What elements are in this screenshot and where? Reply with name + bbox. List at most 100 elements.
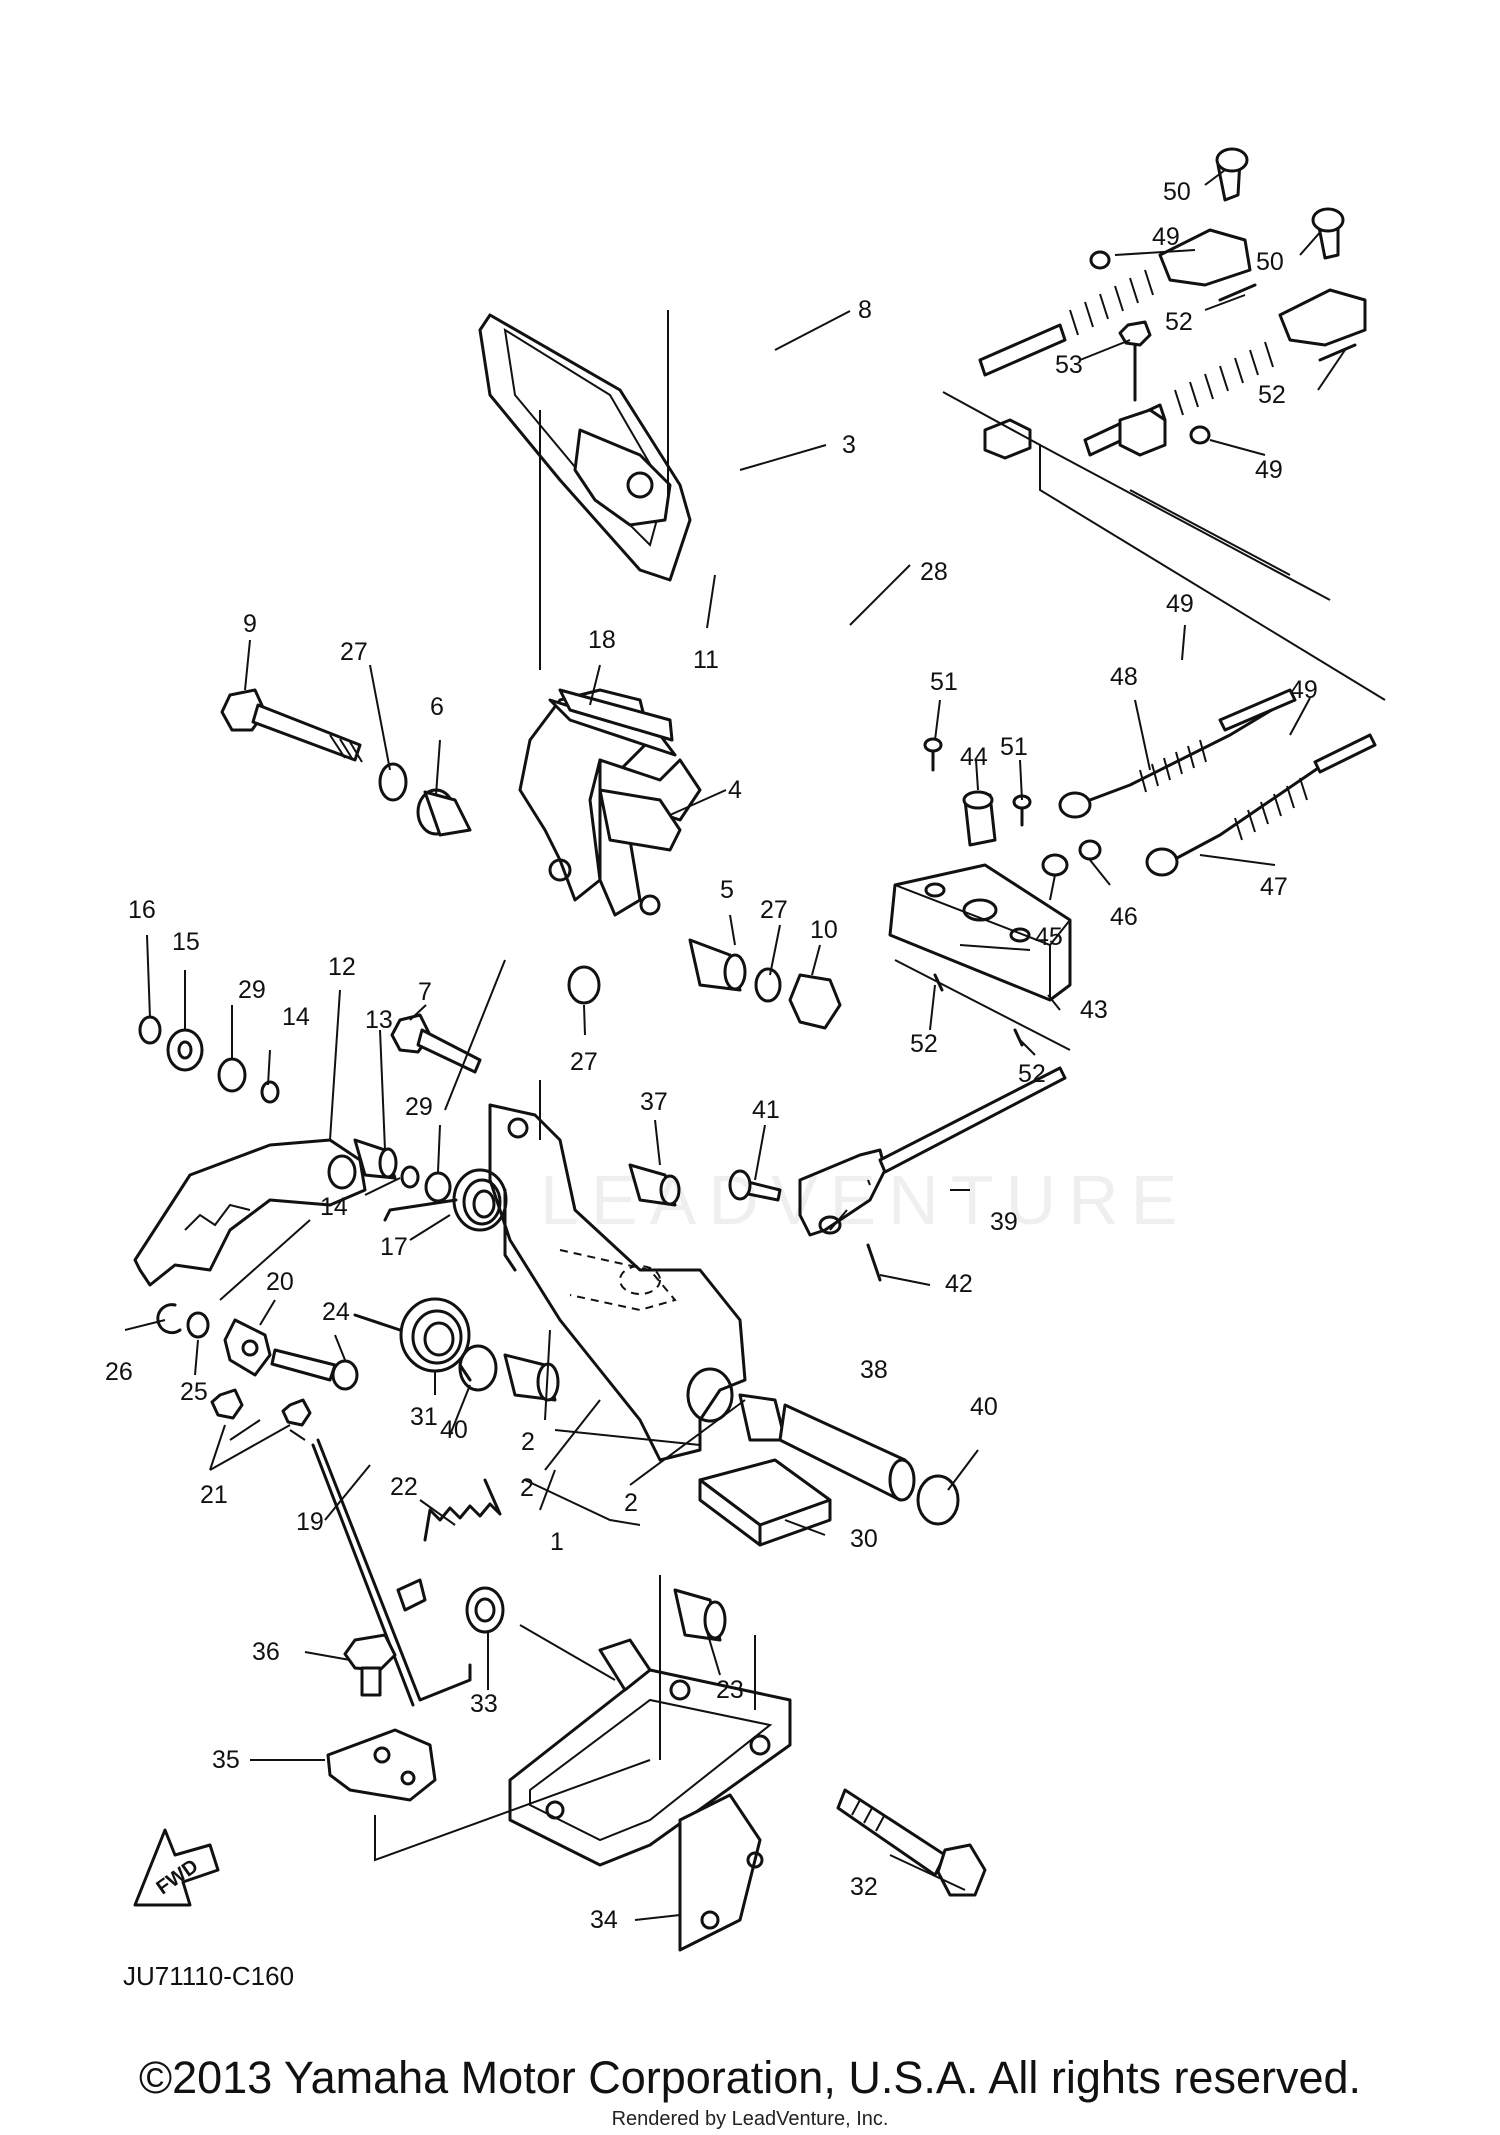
callout-19: 19 [296,1508,324,1536]
bushing-44 [962,790,997,847]
upper-cable-left [978,147,1252,377]
callout-26: 26 [105,1358,133,1386]
callout-2: 2 [624,1489,638,1517]
callout-51: 51 [1000,733,1028,761]
callout-10: 10 [810,916,838,944]
callout-35: 35 [212,1746,240,1774]
callout-52: 52 [1018,1060,1046,1088]
cable-48 [1058,688,1297,819]
rendered-by-note: Rendered by LeadVenture, Inc. [611,2108,889,2130]
bushing-5 [567,938,842,1030]
callout-15: 15 [172,928,200,956]
callout-18: 18 [588,626,616,654]
callout-40: 40 [970,1393,998,1421]
callout-23: 23 [716,1676,744,1704]
guide-lines [219,310,1386,1862]
bolt-7 [390,1013,482,1074]
callout-31: 31 [410,1403,438,1431]
callout-30: 30 [850,1525,878,1553]
callout-3: 3 [842,431,856,459]
callout-8: 8 [858,296,872,324]
hand-lever [133,1138,367,1287]
clevis-20 [156,1303,359,1427]
callout-37: 37 [640,1088,668,1116]
callout-12: 12 [328,953,356,981]
callout-42: 42 [945,1270,973,1298]
callout-52: 52 [910,1030,938,1058]
callout-33: 33 [470,1690,498,1718]
washer-cluster [138,1015,452,1203]
bushing-23 [465,1586,727,1642]
callout-22: 22 [390,1473,418,1501]
bushing-2 [458,1344,960,1526]
callout-21: 21 [200,1481,228,1509]
callout-29: 29 [238,976,266,1004]
callout-20: 20 [266,1268,294,1296]
callout-27: 27 [340,638,368,666]
callout-16: 16 [128,896,156,924]
base-bracket [508,1638,792,1952]
callout-2: 2 [521,1428,535,1456]
block-43 [888,863,1072,1002]
callout-46: 46 [1110,903,1138,931]
callout-14: 14 [282,1003,310,1031]
callout-49: 49 [1166,590,1194,618]
callout-49: 49 [1152,223,1180,251]
callout-52: 52 [1258,381,1286,409]
callout-39: 39 [990,1208,1018,1236]
callout-11: 11 [693,646,719,674]
callout-7: 7 [418,978,432,1006]
callout-34: 34 [590,1906,618,1934]
cable-47 [1145,733,1377,877]
callout-32: 32 [850,1873,878,1901]
callout-50: 50 [1256,248,1284,276]
leader-lines [124,169,1346,1921]
callout-2: 2 [520,1474,534,1502]
callout-47: 47 [1260,873,1288,901]
callout-6: 6 [430,693,444,721]
plate-35 [326,1728,437,1802]
callout-17: 17 [380,1233,408,1261]
bolt-9 [220,688,472,837]
callout-48: 48 [1110,663,1138,691]
callout-44: 44 [960,743,988,771]
spring-22 [423,1478,502,1542]
torsion-spring [383,1168,517,1272]
callout-labels: 1 2 2 2 3 4 5 6 7 8 9 10 11 12 13 14 14 … [105,178,1318,1991]
rod-19 [311,1438,472,1707]
callout-36: 36 [252,1638,280,1666]
copyright-notice: ©2013 Yamaha Motor Corporation, U.S.A. A… [138,2052,1362,2103]
callout-5: 5 [720,876,734,904]
callout-45: 45 [1035,923,1063,951]
callout-53: 53 [1055,351,1083,379]
fwd-arrow: FWD [133,1828,220,1907]
callout-51: 51 [930,668,958,696]
return-spring-31 [353,1297,472,1382]
callout-49: 49 [1255,456,1283,484]
callout-50: 50 [1163,178,1191,206]
callout-14: 14 [320,1193,348,1221]
callout-52: 52 [1165,308,1193,336]
callout-24: 24 [322,1298,350,1326]
watermark: LEADVENTURE [540,1161,1190,1239]
pedal-bracket [518,688,702,917]
callout-41: 41 [752,1096,780,1124]
callout-27: 27 [760,896,788,924]
callout-27: 27 [570,1048,598,1076]
bushing-37 [628,1163,782,1207]
callout-28: 28 [920,558,948,586]
callout-29: 29 [405,1093,433,1121]
diagram-code: JU71110-C160 [123,1961,294,1991]
callout-49: 49 [1290,676,1318,704]
bolt-36 [343,1633,397,1697]
callout-13: 13 [365,1006,393,1034]
callout-1: 1 [550,1528,564,1556]
rod-39 [798,1066,1067,1282]
pedal-pad [478,313,692,582]
bolt-32 [836,1788,987,1897]
pedal-lever [488,1103,747,1462]
callout-4: 4 [728,776,742,804]
callout-9: 9 [243,610,257,638]
callout-43: 43 [1080,996,1108,1024]
